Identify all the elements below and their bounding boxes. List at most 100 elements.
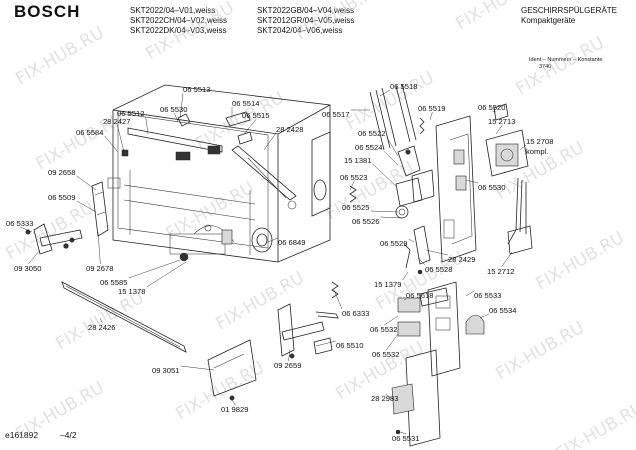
part-number-label: 06 5532 [370,325,397,334]
leader-line [333,289,343,310]
part-number-label: kompl. [526,147,548,156]
part-number-label: 01 9829 [221,405,248,414]
part-number-label: 15 2713 [488,117,515,126]
leader-line [174,112,179,123]
leader-line [501,251,513,268]
part-number-label: 06 5531 [392,434,419,443]
part-number-label: 06 5519 [418,104,445,113]
leader-line [386,333,399,351]
leader-line [379,89,391,97]
leader-line [117,124,125,153]
subcategory-title: Kompaktgeräte [521,16,576,25]
part-number-label: 06 5520 [478,103,505,112]
leader-line [385,393,395,401]
part-number-label: 15 2712 [487,267,514,276]
leader-line [99,317,103,324]
ident-block: Ident – Nummern – Konstante 3740 [529,57,602,71]
model-line: SKT2022/04–V01,weiss [130,6,216,15]
part-number-label: 15 2708 [526,137,553,146]
part-number-label: 06 5533 [474,291,501,300]
leader-line [145,116,149,135]
brand-logo: BOSCH [14,2,81,21]
part-number-label: 06 5526 [352,217,379,226]
watermark-text: FIX-HUB.RU [533,228,628,294]
watermark-text: FIX-HUB.RU [293,0,388,44]
leader-line [399,431,407,435]
part-number-label: 15 1378 [118,287,145,296]
watermark-text: FIX-HUB.RU [213,268,308,334]
leader-line [128,259,181,279]
leader-line [76,200,97,213]
leader-line [492,110,497,113]
part-number-label: 06 5525 [342,203,369,212]
category-block: GESCHIRRSPÜLGERÄTE Kompaktgeräte [521,6,617,26]
footer-code: e161892 [5,430,39,440]
watermark-text: FIX-HUB.RU [13,23,108,89]
part-number-label: 06 5523 [340,173,367,182]
leader-line [372,163,397,187]
model-list-right: SKT2022GB/04–V04,weiss SKT2012GR/04–V05,… [257,6,354,36]
leader-line [349,180,355,191]
part-number-label: 09 3051 [152,366,179,375]
footer-page: –4/2 [60,430,77,440]
category-title: GESCHIRRSPÜLGERÄTE [521,6,618,15]
leader-line [180,365,215,371]
spring-rods [331,83,425,299]
leader-line [383,150,399,166]
model-line: SKT2022CH/04–V02,weiss [130,16,227,25]
leader-line [380,216,403,219]
watermark-text: FIX-HUB.RU [53,288,148,354]
part-number-label: 06 5515 [242,111,269,120]
part-number-label: 06 5522 [358,129,385,138]
part-number-label: 06 5512 [117,109,144,118]
part-number-label: 06 5529 [380,239,407,248]
part-number-label: 09 3050 [14,264,41,273]
dishwasher-housing [107,84,331,263]
leader-line [519,144,527,151]
part-number-label: 06 5534 [489,306,516,315]
leader-line [267,237,279,243]
leader-line [417,257,426,266]
watermark-text: FIX-HUB.RU [3,198,98,264]
model-list-left: SKT2022/04–V01,weiss SKT2022CH/04–V02,we… [130,6,227,36]
leader-line [384,315,399,326]
leader-line [76,175,97,191]
leader-line [370,210,399,213]
leader-line [243,118,257,135]
watermark-text: FIX-HUB.RU [163,178,258,244]
part-number-label: 06 5585 [100,278,127,287]
part-number-label: 09 2659 [274,361,301,370]
part-number-label: 28 2429 [448,255,475,264]
leader-line [104,135,119,153]
leader-line [315,340,337,347]
ident-label: Ident – Nummern – Konstante [529,57,603,63]
leader-line [429,111,433,121]
leader-line [231,399,236,406]
door-levers [395,145,435,275]
watermark-text: FIX-HUB.RU [453,0,548,34]
leader-line [146,261,187,288]
panel-inserts [391,281,485,447]
leader-line [408,238,415,243]
leader-line [263,132,277,151]
part-number-label: 06 5532 [372,350,399,359]
ident-value: 3740 [539,64,552,70]
watermark-text: FIX-HUB.RU [173,358,268,424]
part-number-label: 06 5518 [390,82,417,91]
part-number-label: 15 1381 [344,156,371,165]
model-line: SKT2022DK/04–V03,weiss [130,26,227,35]
lower-hinge-brackets [207,303,339,401]
part-number-label: 28 2428 [276,125,303,134]
part-number-label: 06 5530 [478,183,505,192]
watermark-text: FIX-HUB.RU [143,0,238,64]
leader-line [28,249,41,265]
model-line: SKT2042/04–V06,weiss [257,26,343,35]
part-number-label: 06 5530 [160,105,187,114]
leader-line [97,231,101,265]
leader-line [479,313,490,319]
part-number-label: 06 5509 [48,193,75,202]
leader-line [495,124,503,135]
